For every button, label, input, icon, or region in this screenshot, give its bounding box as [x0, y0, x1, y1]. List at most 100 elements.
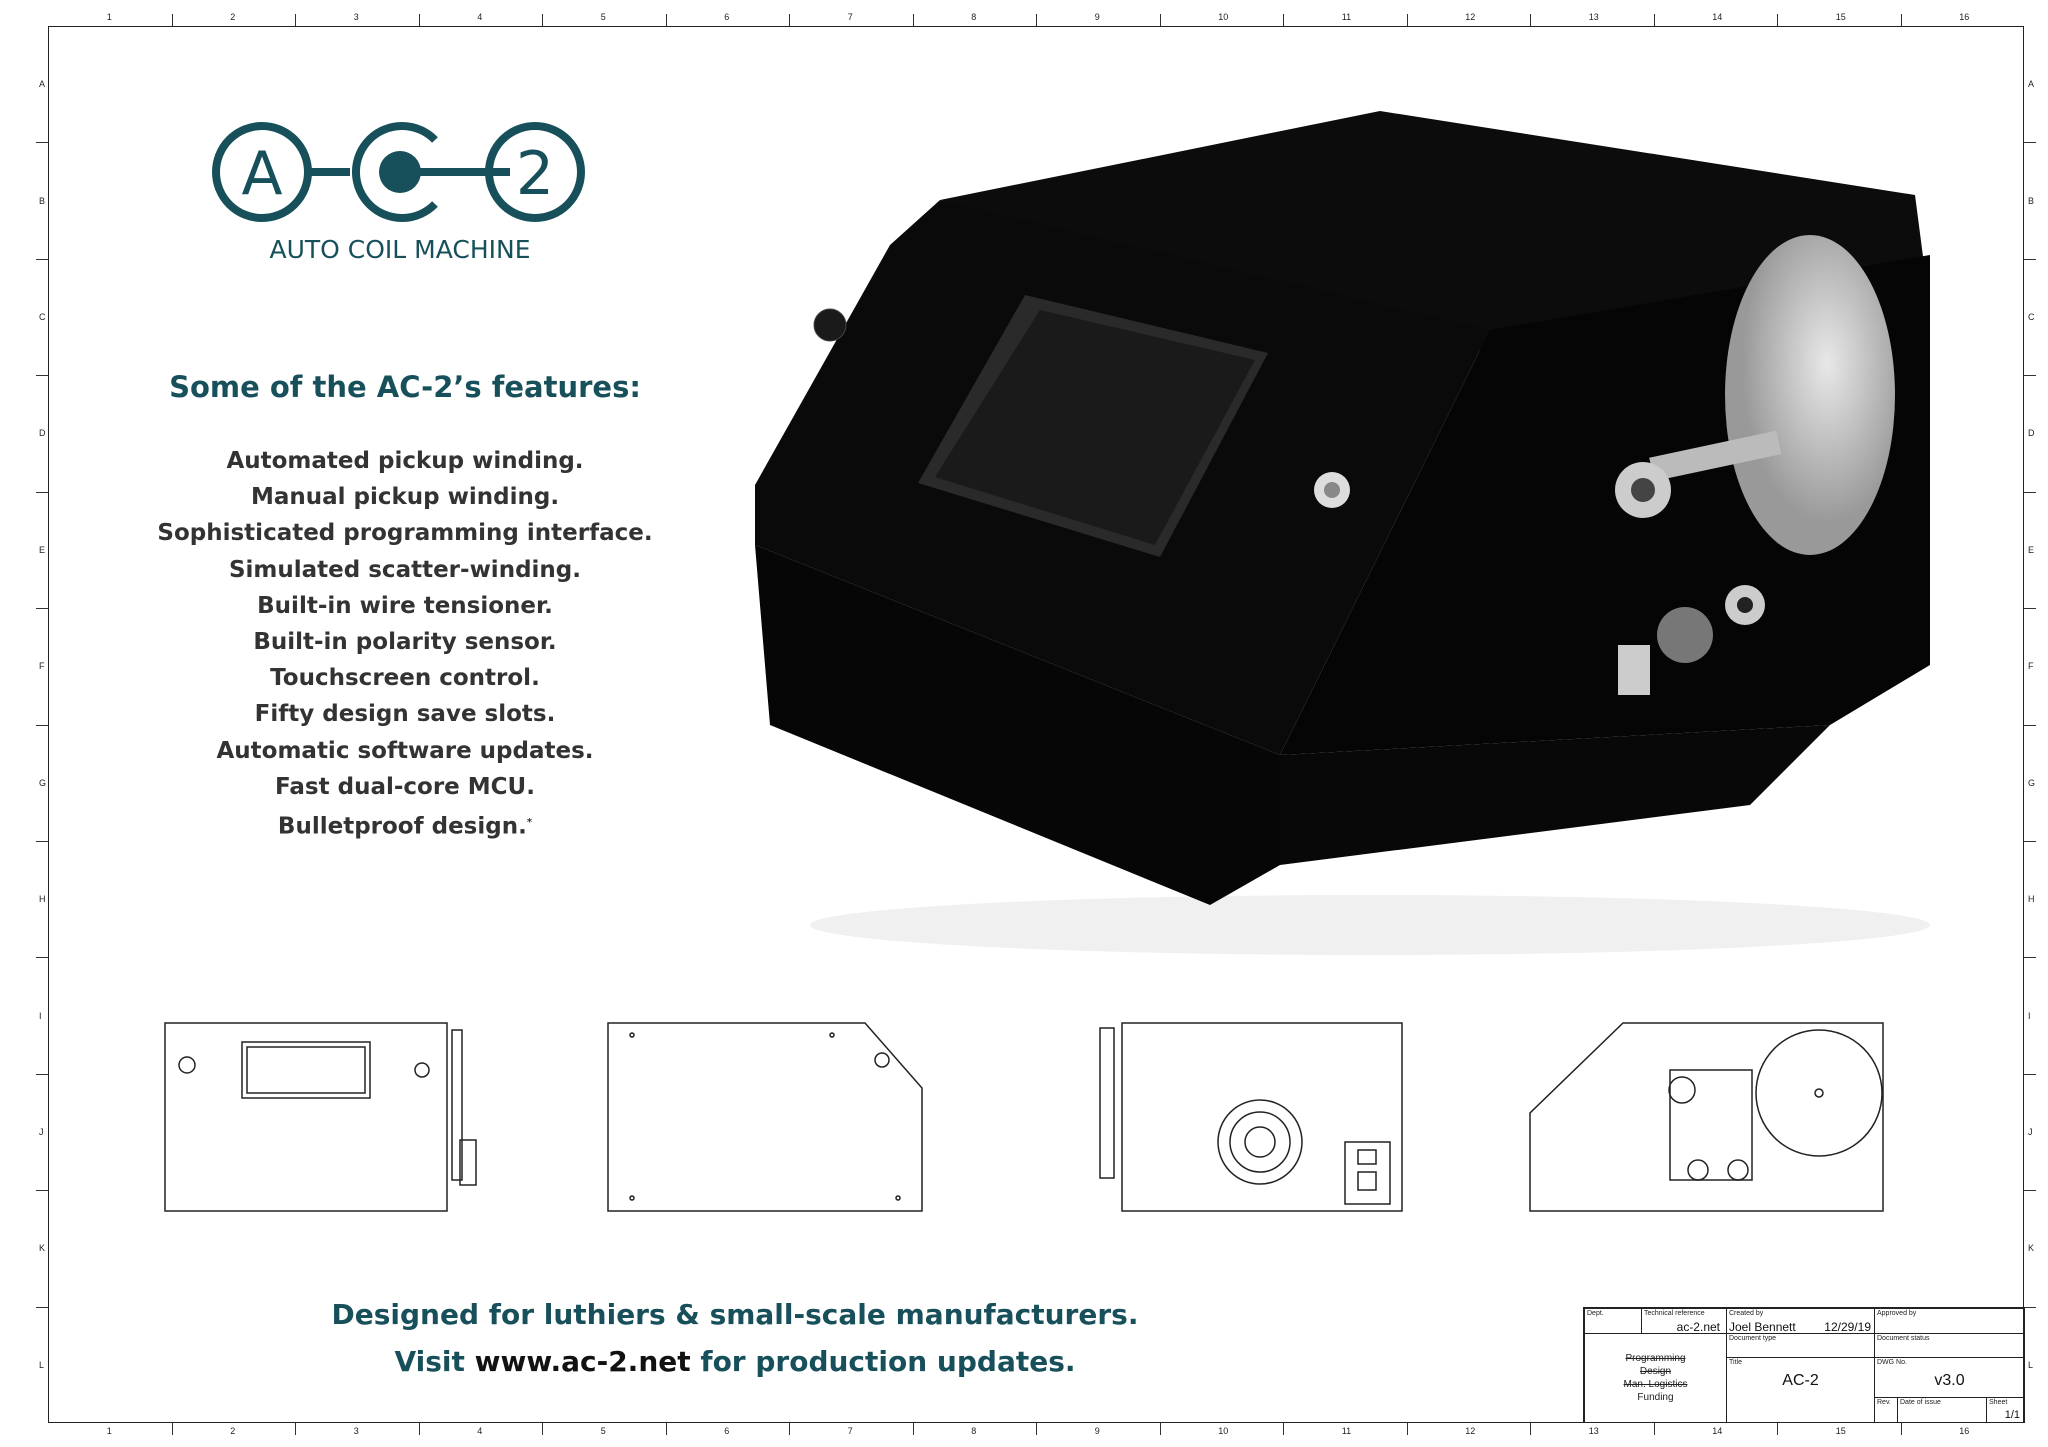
row-tick: [2024, 957, 2036, 959]
row-label: H: [2028, 894, 2035, 905]
feature-text: Fifty design save slots.: [254, 701, 556, 728]
row-tick: [36, 608, 48, 610]
features-list: Automated pickup winding. Manual pickup w…: [105, 443, 705, 845]
column-label: 8: [971, 1426, 977, 1436]
column-label: 5: [600, 1426, 606, 1436]
row-tick: [36, 724, 48, 726]
row-label: A: [39, 79, 46, 90]
rev-cell: Rev.: [1874, 1397, 1898, 1423]
row-tick: [2024, 491, 2036, 493]
column-label: 14: [1712, 12, 1723, 22]
row-tick: [36, 957, 48, 959]
dept-label: Dept.: [1587, 1310, 1604, 1317]
sheet-label: Sheet: [1989, 1399, 2008, 1406]
feature-item: Fast dual-core MCU.: [105, 769, 705, 805]
column-label: 1: [106, 1426, 112, 1436]
drawing-frame: [48, 26, 2024, 1423]
column-label: 14: [1712, 1426, 1723, 1436]
ac2-logo: A 2 AUTO COIL MACHINE: [212, 122, 585, 264]
column-tick: [418, 14, 420, 26]
feature-text: Automated pickup winding.: [226, 448, 584, 474]
row-tick: [2024, 608, 2036, 610]
logo-letter-2: 2: [516, 139, 554, 209]
feature-text: Built-in polarity sensor.: [253, 629, 557, 656]
row-tick: [36, 258, 48, 260]
dept-cell: Dept.: [1584, 1308, 1642, 1334]
column-tick: [1159, 1423, 1161, 1435]
machine-render: [755, 111, 1930, 955]
column-tick: [789, 14, 790, 26]
features-heading: Some of the AC-2’s features:: [169, 370, 641, 404]
doc-type-label: Document type: [1729, 1335, 1777, 1342]
row-label: L: [2028, 1359, 2034, 1370]
created-by-value: Joel Bennett: [1729, 1320, 1796, 1334]
column-tick: [171, 1423, 173, 1435]
feature-text: Fast dual-core MCU.: [275, 773, 535, 800]
website-line: Visit www.ac-2.net for production update…: [235, 1345, 1235, 1378]
row-label: G: [39, 777, 47, 788]
dept-item: Funding: [1637, 1392, 1674, 1403]
title-label: Title: [1729, 1359, 1742, 1366]
date-of-issue-label: Date of issue: [1900, 1399, 1941, 1406]
row-label: H: [39, 894, 46, 905]
column-tick: [789, 1423, 790, 1435]
column-tick: [295, 1423, 296, 1435]
column-tick: [665, 14, 667, 26]
column-label: 10: [1218, 1426, 1229, 1436]
column-tick: [1530, 1423, 1531, 1435]
row-tick: [36, 142, 48, 144]
dept-item: Man. Logistics: [1623, 1379, 1688, 1390]
column-label: 6: [724, 1426, 730, 1436]
row-tick: [2024, 375, 2036, 377]
title-value: AC-2: [1782, 1372, 1819, 1389]
dwg-value: v3.0: [1934, 1372, 1965, 1389]
row-label: E: [39, 544, 46, 555]
column-label: 13: [1588, 1426, 1599, 1436]
row-tick: [36, 1190, 48, 1192]
row-label: B: [39, 195, 46, 206]
feature-item: Touchscreen control.: [105, 660, 705, 696]
column-label: 2: [230, 1426, 236, 1436]
column-label: 2: [230, 12, 236, 22]
row-label: F: [2028, 661, 2034, 672]
row-tick: [2024, 142, 2036, 144]
column-tick: [418, 1423, 420, 1435]
column-label: 8: [971, 12, 977, 22]
column-label: 9: [1094, 12, 1100, 22]
feature-text: Manual pickup winding.: [250, 484, 560, 511]
column-tick: [1653, 1423, 1655, 1435]
feature-text: Touchscreen control.: [270, 665, 540, 692]
website-link[interactable]: www.ac-2.net: [474, 1345, 691, 1378]
dwg-label: DWG No.: [1877, 1359, 1907, 1366]
feature-item: Fifty design save slots.: [105, 696, 705, 732]
rear-view: [1099, 1022, 1403, 1212]
row-label: D: [39, 428, 46, 439]
logo-subtitle: AUTO COIL MACHINE: [269, 235, 530, 264]
row-label: E: [2028, 544, 2035, 555]
tech-ref-value: ac-2.net: [1676, 1320, 1720, 1334]
column-label: 16: [1959, 12, 1970, 22]
column-tick: [1777, 14, 1778, 26]
row-label: J: [2028, 1126, 2033, 1137]
row-label: K: [2028, 1243, 2035, 1254]
row-tick: [36, 1306, 48, 1308]
column-label: 12: [1465, 1426, 1476, 1436]
column-label: 3: [353, 1426, 359, 1436]
feature-text: Bulletproof design.: [277, 813, 527, 840]
row-label: L: [39, 1359, 45, 1370]
feature-item: Sophisticated programming interface.: [105, 515, 705, 551]
column-tick: [1406, 14, 1408, 26]
doc-type-cell: Document type: [1726, 1333, 1875, 1358]
column-label: 5: [600, 12, 606, 22]
created-date: 12/29/19: [1824, 1320, 1871, 1334]
logo-letter-a: A: [241, 139, 282, 209]
row-tick: [2024, 1190, 2036, 1192]
column-tick: [665, 1423, 667, 1435]
row-tick: [36, 1073, 48, 1075]
column-label: 11: [1341, 1426, 1352, 1436]
approved-by-label: Approved by: [1877, 1310, 1917, 1317]
column-tick: [1036, 14, 1037, 26]
